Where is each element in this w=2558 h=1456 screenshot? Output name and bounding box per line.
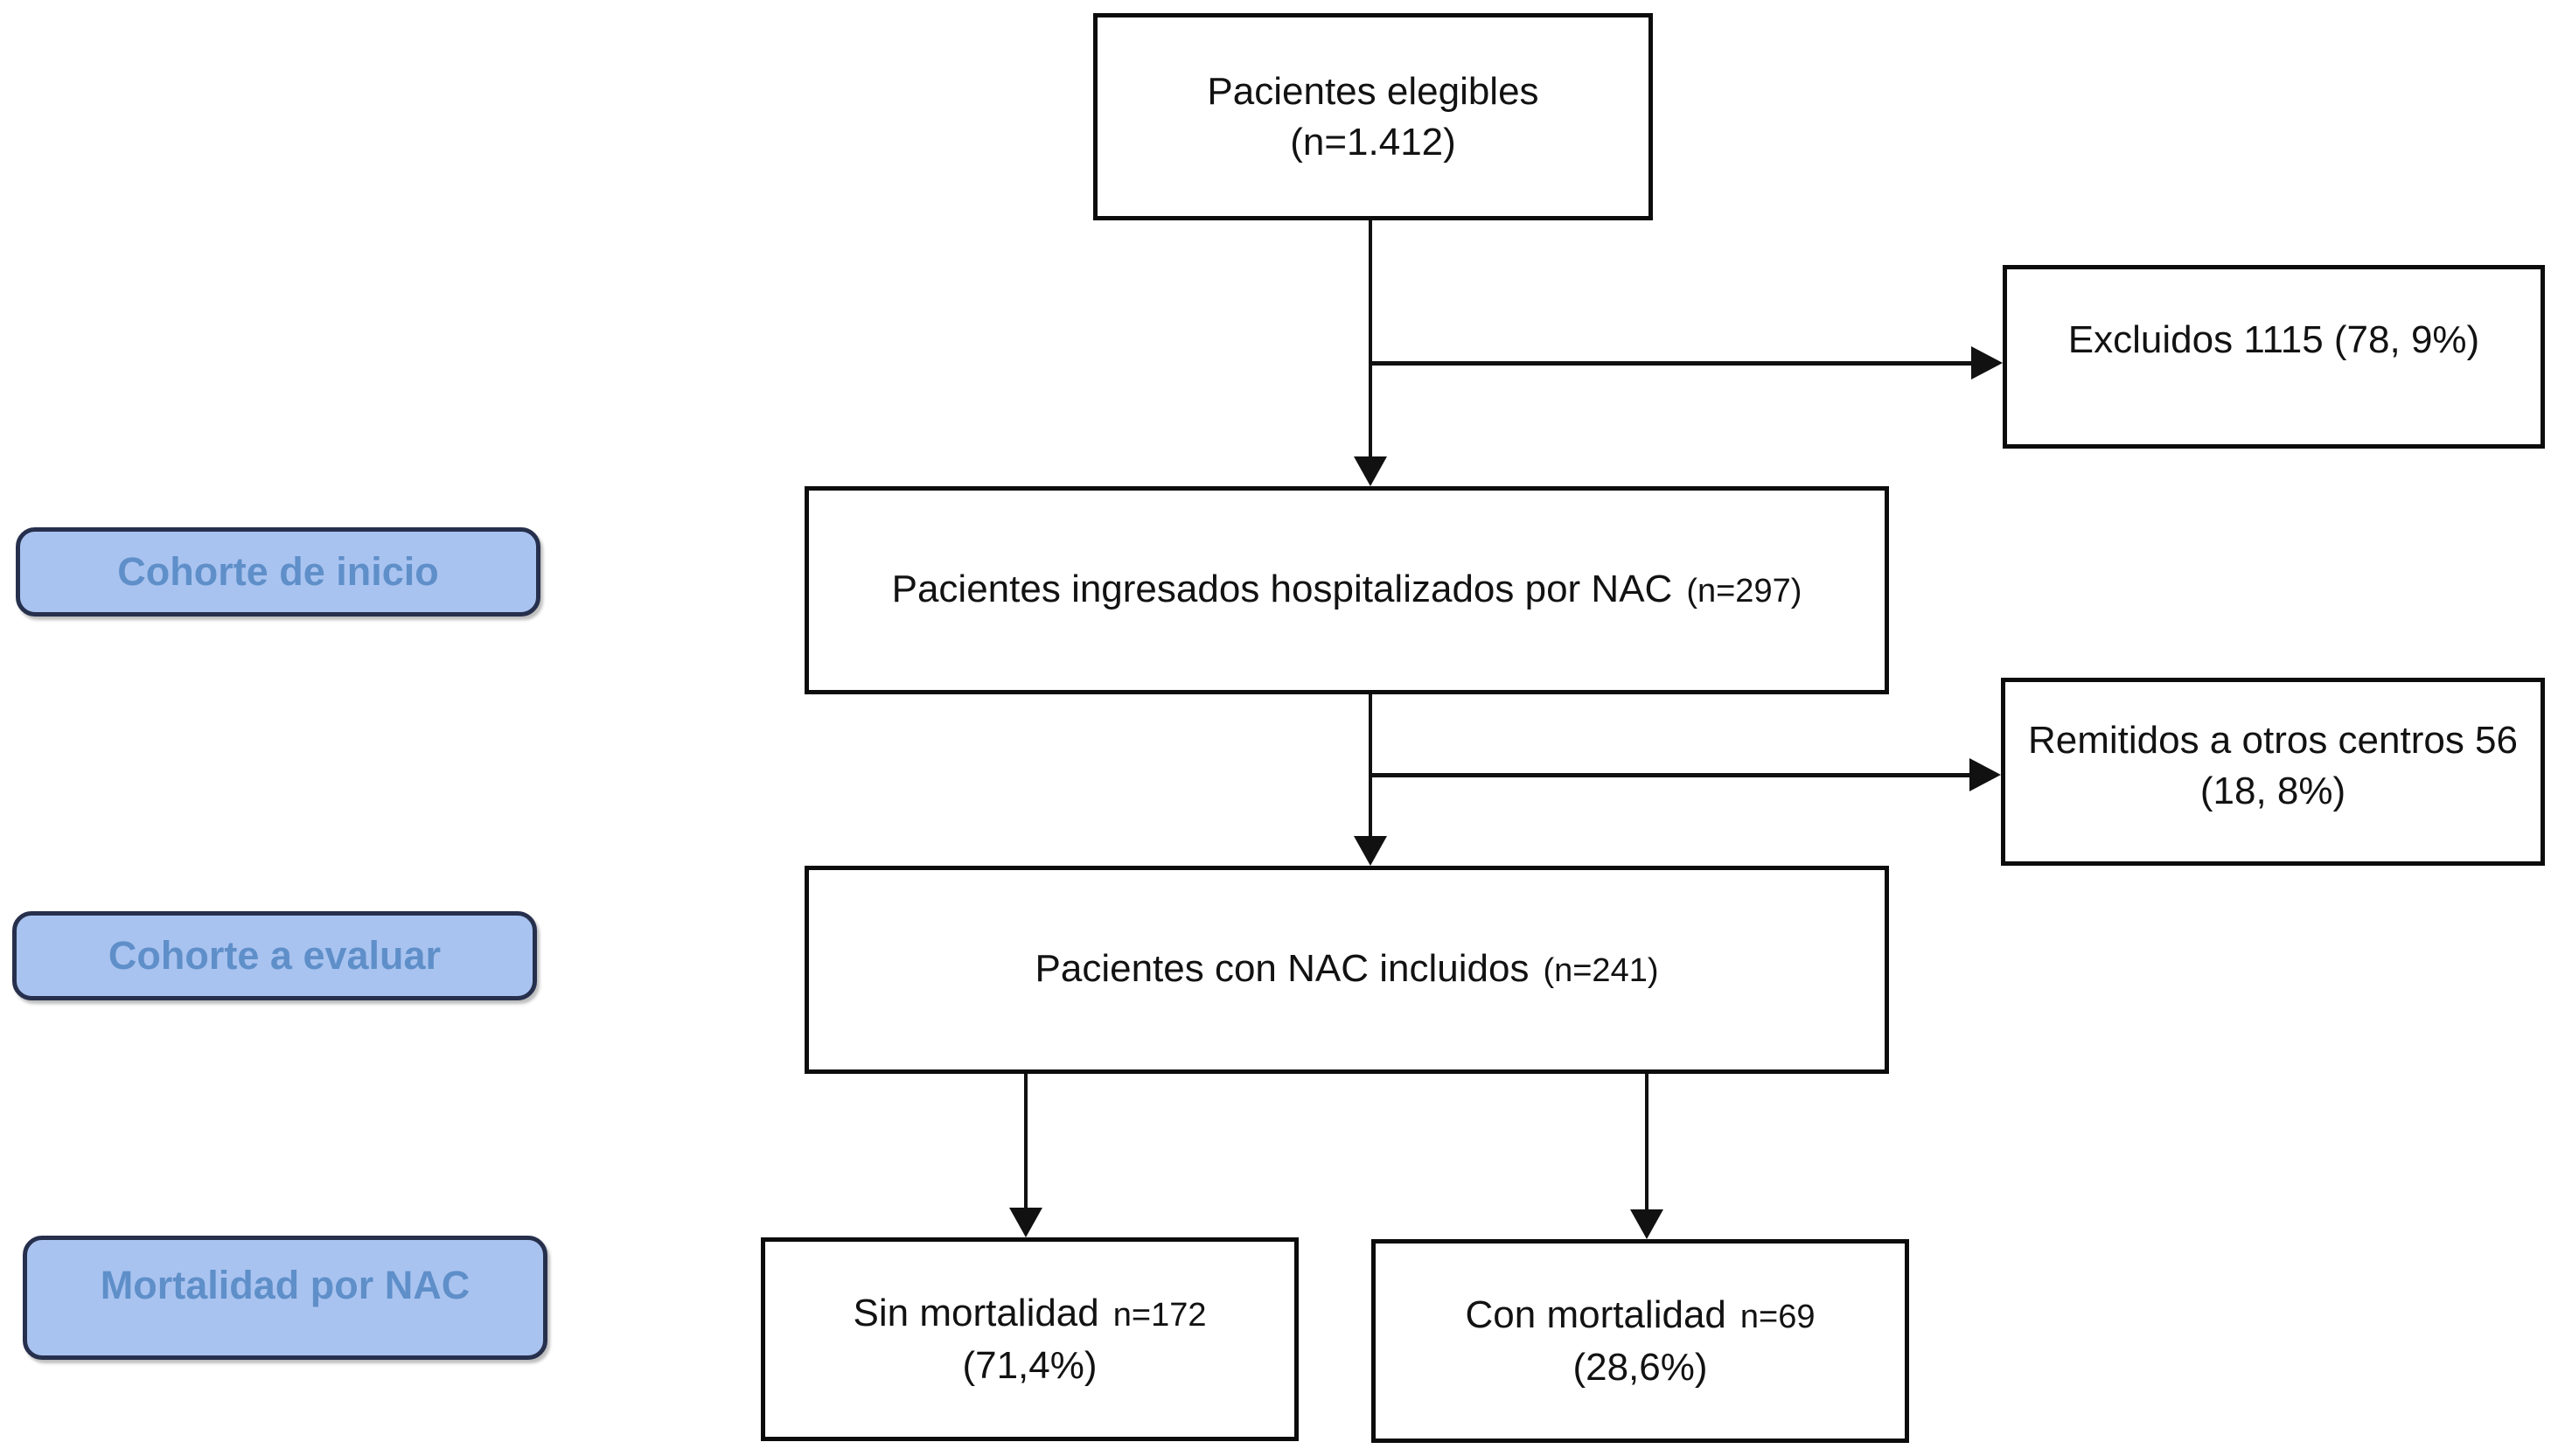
mortality-box: Con mortalidad n=69 (28,6%) xyxy=(1371,1239,1909,1443)
stage-label-mortalidad-nac: Mortalidad por NAC xyxy=(23,1236,547,1360)
included-text: Pacientes con NAC incluidos xyxy=(1035,947,1530,990)
stage-label-cohorte-inicio-text: Cohorte de inicio xyxy=(117,549,439,594)
mortality-percent: (28,6%) xyxy=(1572,1345,1708,1389)
referred-text-line2: (18, 8%) xyxy=(2199,770,2346,812)
stage-label-cohorte-inicio: Cohorte de inicio xyxy=(16,527,540,617)
connector-admitted-to-included xyxy=(1369,694,1372,836)
arrowhead-right-excluded xyxy=(1971,346,2003,380)
stage-label-mortalidad-nac-text: Mortalidad por NAC xyxy=(100,1263,470,1307)
arrowhead-down-admitted xyxy=(1354,456,1387,486)
admitted-text: Pacientes ingresados hospitalizados por … xyxy=(891,568,1673,610)
referred-text-line1: Remitidos a otros centros 56 xyxy=(2027,719,2519,762)
mortality-count: n=69 xyxy=(1739,1298,1816,1335)
admitted-count: (n=297) xyxy=(1686,573,1802,610)
no-mortality-percent: (71,4%) xyxy=(962,1343,1098,1387)
referred-box: Remitidos a otros centros 56 (18, 8%) xyxy=(2001,678,2545,866)
eligible-patients-title: Pacientes elegibles xyxy=(1207,69,1539,113)
connector-eligible-to-admitted xyxy=(1369,220,1372,456)
excluded-text: Excluidos 1115 (78, 9%) xyxy=(2067,318,2480,361)
connector-included-to-no-mortality xyxy=(1024,1074,1028,1208)
arrowhead-down-mortality xyxy=(1630,1209,1663,1239)
stage-label-cohorte-evaluar: Cohorte a evaluar xyxy=(12,911,537,1000)
admitted-patients-box: Pacientes ingresados hospitalizados por … xyxy=(805,486,1889,694)
included-count: (n=241) xyxy=(1543,952,1659,989)
excluded-box: Excluidos 1115 (78, 9%) xyxy=(2003,265,2545,449)
mortality-text: Con mortalidad xyxy=(1465,1292,1726,1336)
eligible-patients-box: Pacientes elegibles (n=1.412) xyxy=(1093,13,1653,220)
arrowhead-right-referred xyxy=(1969,758,2001,791)
connector-branch-excluded xyxy=(1370,361,1972,366)
arrowhead-down-no-mortality xyxy=(1009,1208,1042,1237)
connector-included-to-mortality xyxy=(1645,1074,1648,1209)
eligible-patients-count: (n=1.412) xyxy=(1290,120,1456,164)
stage-label-cohorte-evaluar-text: Cohorte a evaluar xyxy=(108,933,442,978)
included-patients-box: Pacientes con NAC incluidos (n=241) xyxy=(805,866,1889,1074)
no-mortality-count: n=172 xyxy=(1112,1296,1207,1334)
arrowhead-down-included xyxy=(1354,836,1387,866)
connector-branch-referred xyxy=(1370,773,1970,777)
no-mortality-box: Sin mortalidad n=172 (71,4%) xyxy=(761,1237,1299,1441)
no-mortality-text: Sin mortalidad xyxy=(853,1291,1099,1334)
